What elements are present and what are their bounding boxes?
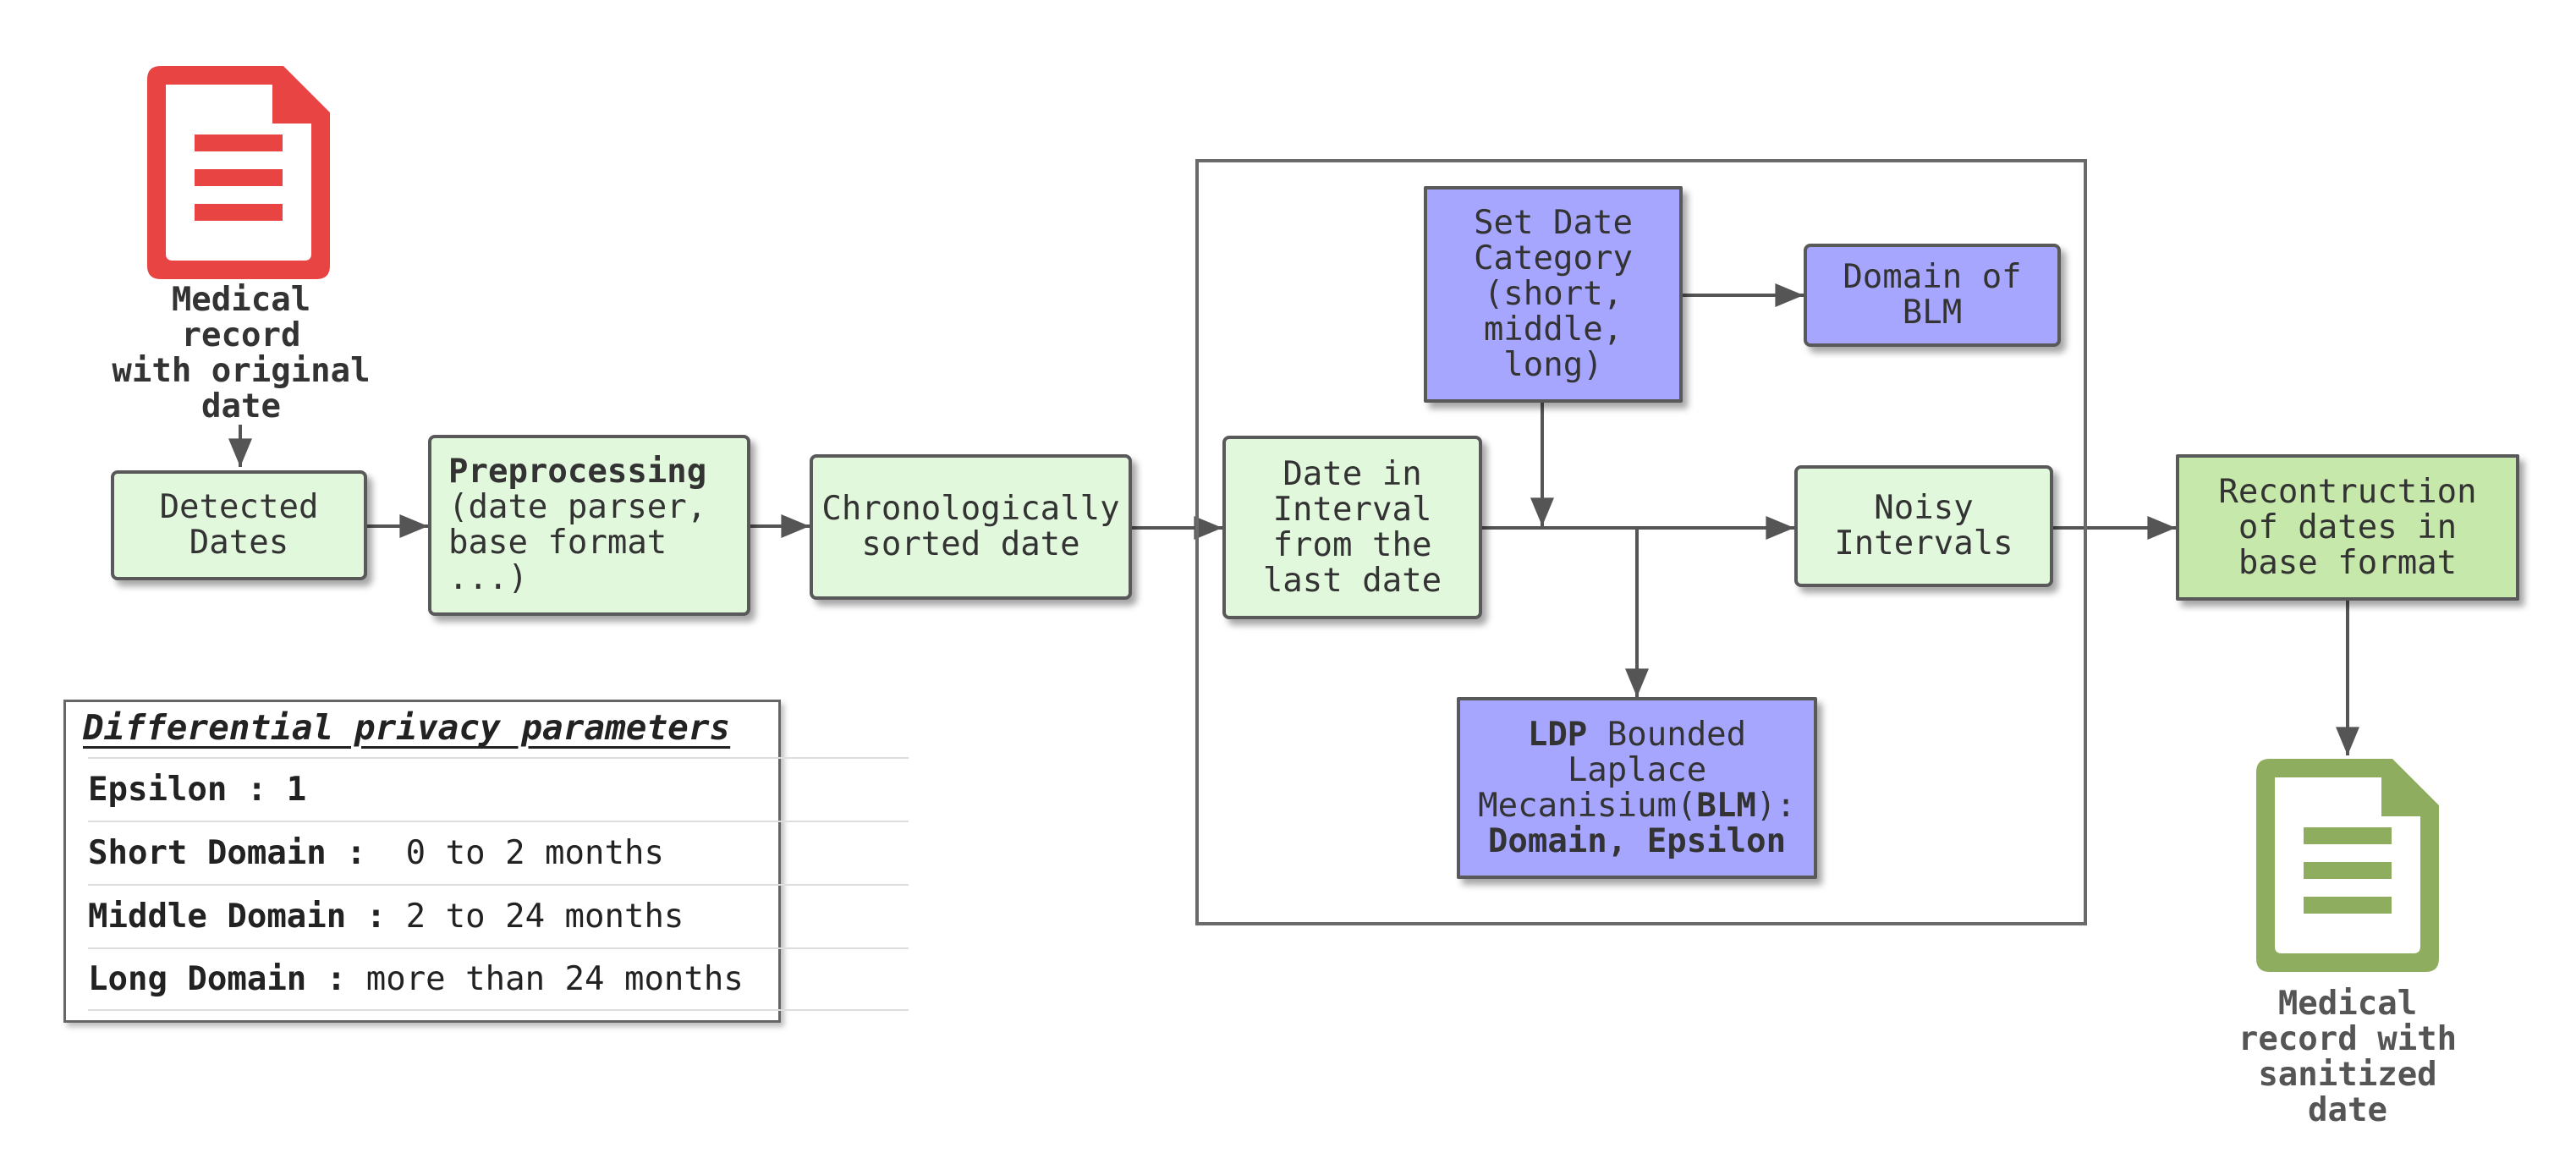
param-row-short: Short Domain : 0 to 2 months bbox=[88, 821, 909, 884]
privacy-parameters-panel: Differential privacy parameters Epsilon … bbox=[63, 700, 909, 1023]
param-row-long: Long Domain : more than 24 months bbox=[88, 947, 909, 1011]
node-text: LDP Bounded bbox=[1528, 717, 1746, 753]
red-document-icon bbox=[147, 66, 330, 279]
ldp-post: ): bbox=[1755, 786, 1796, 825]
node-text: base format bbox=[2238, 543, 2458, 582]
node-text: Detected bbox=[159, 488, 319, 526]
ldp-bold: BLM bbox=[1696, 786, 1756, 825]
green-document-icon bbox=[2256, 759, 2439, 972]
node-text: (date parser, bbox=[448, 488, 707, 526]
param-key: Middle Domain : bbox=[88, 898, 387, 936]
node-text: long) bbox=[1503, 346, 1603, 384]
input-label-line: with original bbox=[112, 352, 371, 390]
input-label-line: date bbox=[201, 387, 281, 426]
node-text: sorted date bbox=[861, 525, 1080, 563]
node-text: Chronologically bbox=[821, 490, 1120, 528]
node-title: Preprocessing bbox=[448, 453, 707, 491]
node-text: of dates in bbox=[2238, 508, 2458, 546]
node-text: Recontruction bbox=[2218, 472, 2477, 511]
output-label-line: record with bbox=[2238, 1020, 2458, 1058]
output-label-line: Medical bbox=[2277, 985, 2418, 1023]
param-key: Long Domain : bbox=[88, 960, 347, 998]
node-text: Category bbox=[1474, 239, 1633, 277]
node-reconstruction: Recontruction of dates in base format bbox=[2176, 454, 2519, 601]
param-value: more than 24 months bbox=[346, 960, 744, 998]
node-text: Set Date bbox=[1474, 204, 1633, 242]
node-text: Noisy bbox=[1874, 489, 1974, 527]
node-text: last date bbox=[1262, 561, 1442, 600]
input-label-line: Medical bbox=[171, 281, 311, 319]
node-text: BLM bbox=[1902, 294, 1963, 332]
param-row-middle: Middle Domain : 2 to 24 months bbox=[88, 884, 909, 947]
output-document-label: Medical record with sanitized date bbox=[2200, 986, 2496, 1128]
node-text: Domain of bbox=[1843, 258, 2022, 296]
param-value: 2 to 24 months bbox=[386, 898, 684, 936]
node-text: Interval bbox=[1272, 490, 1432, 529]
output-label-line: date bbox=[2308, 1091, 2387, 1129]
ldp-rest: Bounded bbox=[1587, 715, 1747, 754]
param-row-epsilon: Epsilon : 1 bbox=[88, 757, 909, 821]
ldp-bold: LDP bbox=[1527, 715, 1588, 754]
node-text: ...) bbox=[448, 559, 528, 597]
node-preprocessing: Preprocessing (date parser, base format … bbox=[428, 435, 750, 616]
param-key: Epsilon : 1 bbox=[88, 771, 307, 809]
node-text: Dates bbox=[189, 524, 289, 562]
ldp-pre: Mecanisium( bbox=[1478, 786, 1697, 825]
node-noisy-intervals: Noisy Intervals bbox=[1794, 465, 2053, 587]
input-label-line: record bbox=[181, 316, 301, 354]
node-text: Intervals bbox=[1834, 524, 2013, 563]
node-text: base format bbox=[448, 524, 667, 562]
privacy-process-frame bbox=[1195, 159, 2087, 925]
node-interval: Date in Interval from the last date bbox=[1222, 436, 1482, 619]
node-text: Mecanisium(BLM): bbox=[1478, 788, 1796, 824]
node-sorted-dates: Chronologically sorted date bbox=[810, 454, 1132, 600]
node-text: from the bbox=[1272, 525, 1432, 564]
node-ldp-blm: LDP Bounded Laplace Mecanisium(BLM): Dom… bbox=[1457, 697, 1817, 879]
input-document-label: Medical record with original date bbox=[93, 283, 389, 425]
node-detected-dates: Detected Dates bbox=[111, 470, 367, 580]
node-text: Domain, Epsilon bbox=[1487, 821, 1787, 860]
node-date-category: Set Date Category (short, middle, long) bbox=[1424, 186, 1683, 403]
node-text: Date in bbox=[1283, 454, 1422, 493]
node-text: Laplace bbox=[1567, 750, 1707, 789]
param-value: 0 to 2 months bbox=[386, 834, 664, 872]
output-label-line: sanitized bbox=[2258, 1056, 2437, 1094]
param-key: Short Domain : bbox=[88, 834, 387, 872]
node-domain-blm: Domain of BLM bbox=[1804, 244, 2061, 347]
params-title: Differential privacy parameters bbox=[83, 707, 731, 748]
node-text: (short, bbox=[1483, 275, 1623, 313]
node-text: middle, bbox=[1483, 310, 1623, 349]
